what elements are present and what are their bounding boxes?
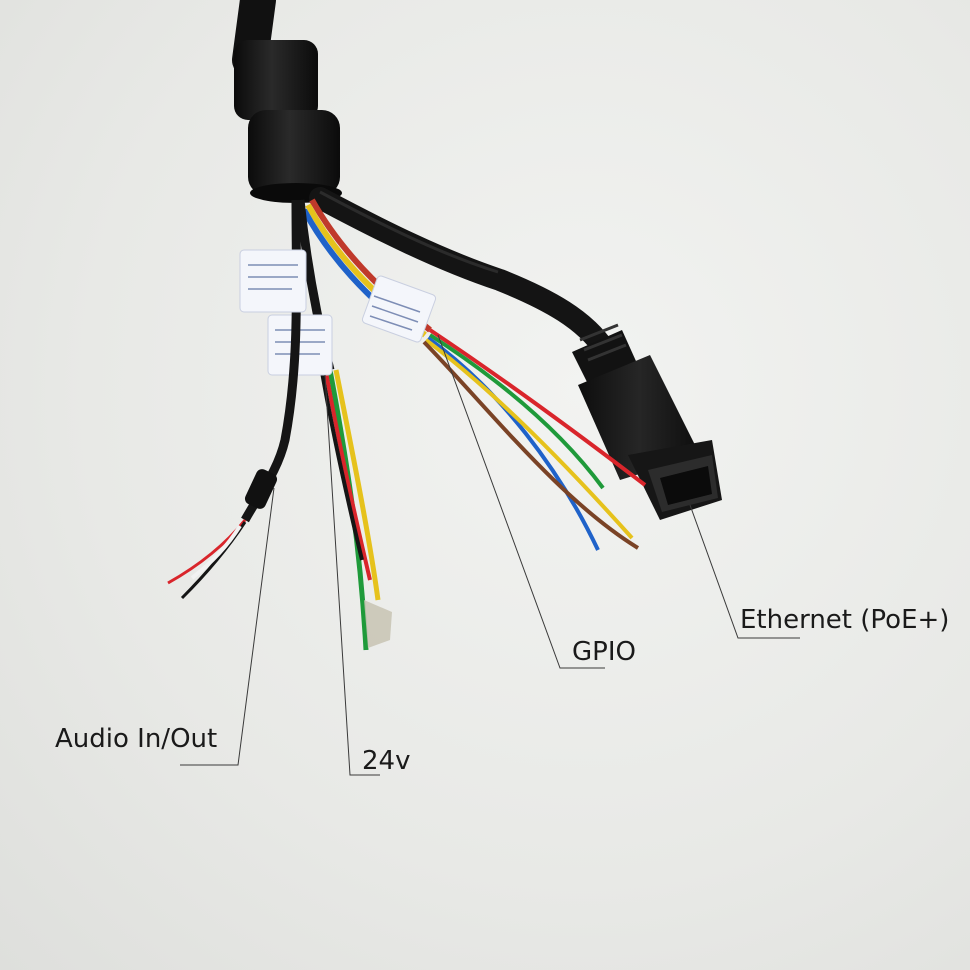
ethernet-leader [689, 504, 800, 639]
ethernet-cable [309, 187, 616, 361]
gpio-bundle [301, 198, 647, 551]
audio-bundle [167, 199, 307, 600]
gpio-label: GPIO [572, 637, 636, 667]
audio-leader [180, 487, 275, 766]
power-leader [324, 374, 380, 776]
main-cable [232, 0, 342, 203]
ethernet-poe-label: Ethernet (PoE+) [740, 605, 950, 635]
leader-lines [180, 334, 800, 776]
gpio-leader [437, 334, 605, 669]
power-24v-label: 24v [362, 746, 411, 776]
audio-in-out-label: Audio In/Out [55, 724, 218, 754]
rj45-connector [572, 323, 722, 520]
